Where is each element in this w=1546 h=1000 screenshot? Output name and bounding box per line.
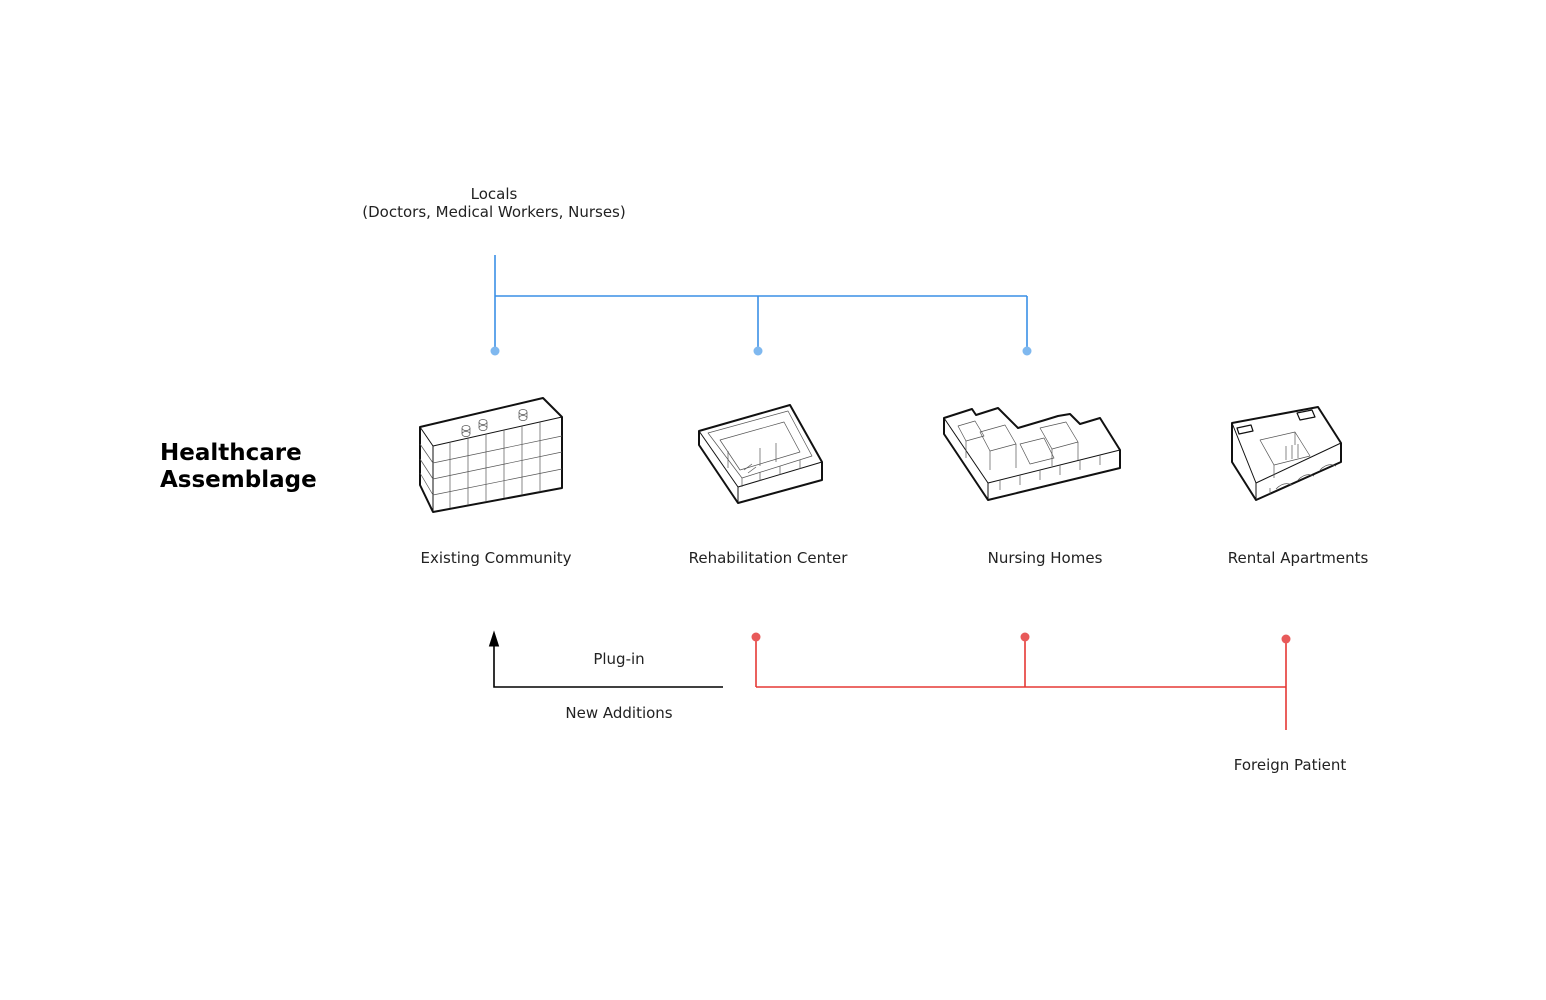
plugin-arrow-line bbox=[493, 645, 723, 688]
title-line-1: Healthcare bbox=[160, 440, 302, 466]
locals-dot-existing bbox=[490, 346, 500, 356]
plugin-arrowhead-icon bbox=[488, 630, 500, 647]
apartment-block-building-icon bbox=[1231, 406, 1342, 501]
building-label-rehabilitation-center: Rehabilitation Center bbox=[688, 549, 848, 567]
locals-label-line-1: Locals bbox=[470, 185, 518, 203]
building-label-nursing-homes: Nursing Homes bbox=[987, 549, 1103, 567]
foreign-dot-rehab bbox=[751, 632, 761, 642]
plugin-label: Plug-in bbox=[593, 650, 645, 668]
building-label-rental-apartments: Rental Apartments bbox=[1227, 549, 1369, 567]
foreign-patient-label: Foreign Patient bbox=[1233, 756, 1347, 774]
diagram-title: Healthcare Assemblage bbox=[160, 440, 317, 494]
courtyard-building-icon bbox=[698, 404, 823, 504]
locals-label: Locals (Doctors, Medical Workers, Nurses… bbox=[362, 185, 625, 221]
foreign-dot-nursing bbox=[1020, 632, 1030, 642]
locals-dot-rehab bbox=[753, 346, 763, 356]
stepped-housing-building-icon bbox=[943, 407, 1121, 501]
foreign-connector bbox=[755, 638, 1287, 730]
plugin-arrow bbox=[488, 630, 723, 688]
locals-dot-nursing bbox=[1022, 346, 1032, 356]
slab-block-building-icon bbox=[419, 397, 563, 513]
title-line-2: Assemblage bbox=[160, 467, 317, 493]
foreign-dot-rental bbox=[1281, 634, 1291, 644]
locals-label-line-2: (Doctors, Medical Workers, Nurses) bbox=[362, 203, 626, 221]
new-additions-label: New Additions bbox=[565, 704, 673, 722]
locals-connector bbox=[494, 255, 1028, 350]
building-label-existing-community: Existing Community bbox=[420, 549, 572, 567]
